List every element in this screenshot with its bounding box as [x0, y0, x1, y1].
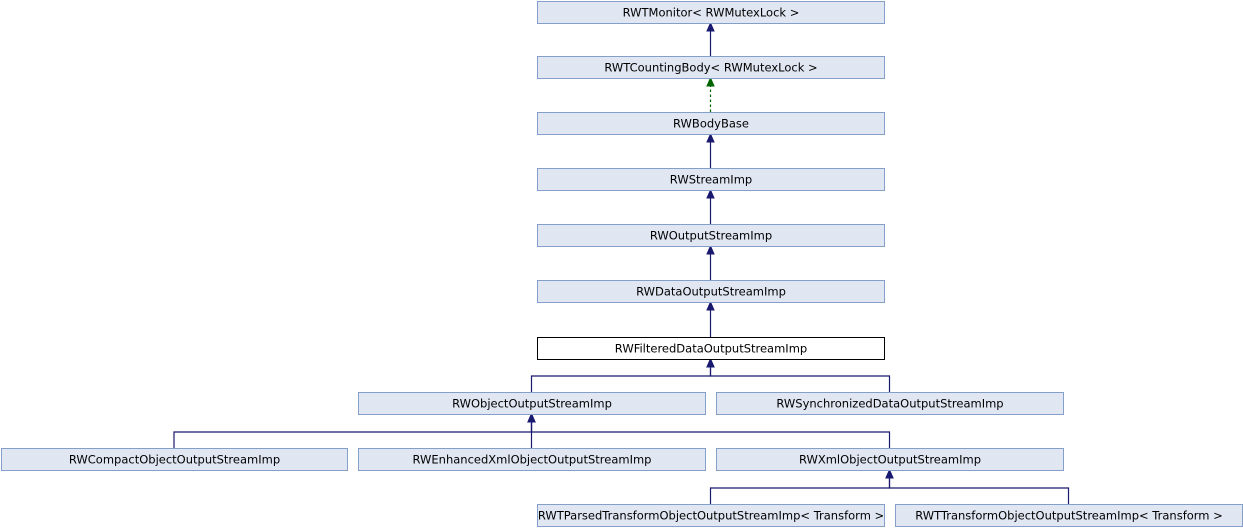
arrowhead-body-base-to-counting-body [706, 76, 715, 87]
class-box-xml-object-output-stream-imp [716, 448, 1064, 471]
class-box-stream-imp [537, 168, 885, 191]
arrowhead-xml-object-output-stream-imp-to-object-output-stream-imp [527, 412, 536, 423]
class-node-compact-object-output-stream-imp[interactable]: RWCompactObjectOutputStreamImp [1, 448, 348, 471]
class-label-body-base: RWBodyBase [673, 117, 749, 131]
class-node-synchronized-data-output-stream-imp[interactable]: RWSynchronizedDataOutputStreamImp [716, 392, 1064, 415]
edge-parsed-transform-to-xml-object-output-stream-imp [709, 477, 891, 504]
class-box-output-stream-imp [537, 224, 885, 247]
class-box-object-output-stream-imp [358, 392, 706, 415]
class-label-parsed-transform: RWTParsedTransformObjectOutputStreamImp<… [538, 509, 884, 523]
class-label-counting-body: RWTCountingBody< RWMutexLock > [604, 61, 817, 75]
class-node-transform[interactable]: RWTTransformObjectOutputStreamImp< Trans… [895, 504, 1243, 527]
arrowhead-transform-to-xml-object-output-stream-imp [885, 468, 894, 479]
class-node-xml-object-output-stream-imp[interactable]: RWXmlObjectOutputStreamImp [716, 448, 1064, 471]
edge-transform-to-xml-object-output-stream-imp [888, 477, 1070, 504]
edge-compact-object-output-stream-imp-to-object-output-stream-imp [173, 421, 533, 448]
class-node-parsed-transform[interactable]: RWTParsedTransformObjectOutputStreamImp<… [537, 504, 885, 527]
arrowhead-data-output-stream-imp-to-output-stream-imp [706, 244, 715, 255]
class-box-data-output-stream-imp [537, 280, 885, 303]
class-box-counting-body [537, 56, 885, 79]
class-box-body-base [537, 112, 885, 135]
edge-synchronized-data-output-stream-imp-to-filtered-data-output-stream-imp [709, 366, 891, 392]
edge-xml-object-output-stream-imp-to-object-output-stream-imp [530, 421, 891, 448]
class-box-compact-object-output-stream-imp [1, 448, 348, 471]
class-label-filtered-data-output-stream-imp: RWFilteredDataOutputStreamImp [615, 342, 807, 356]
class-node-enhanced-xml-object-output-stream-imp[interactable]: RWEnhancedXmlObjectOutputStreamImp [358, 448, 706, 471]
class-node-output-stream-imp[interactable]: RWOutputStreamImp [537, 224, 885, 247]
class-label-stream-imp: RWStreamImp [670, 173, 752, 187]
inheritance-edges [173, 21, 1070, 504]
class-node-monitor[interactable]: RWTMonitor< RWMutexLock > [537, 1, 885, 24]
class-label-enhanced-xml-object-output-stream-imp: RWEnhancedXmlObjectOutputStreamImp [413, 453, 652, 467]
class-node-filtered-data-output-stream-imp: RWFilteredDataOutputStreamImp [537, 337, 885, 360]
class-node-counting-body[interactable]: RWTCountingBody< RWMutexLock > [537, 56, 885, 79]
class-node-stream-imp[interactable]: RWStreamImp [537, 168, 885, 191]
arrowhead-stream-imp-to-body-base [706, 132, 715, 143]
class-label-monitor: RWTMonitor< RWMutexLock > [623, 6, 800, 20]
class-label-compact-object-output-stream-imp: RWCompactObjectOutputStreamImp [69, 453, 280, 467]
class-box-parsed-transform [537, 504, 885, 527]
class-label-synchronized-data-output-stream-imp: RWSynchronizedDataOutputStreamImp [776, 397, 1003, 411]
class-node-data-output-stream-imp[interactable]: RWDataOutputStreamImp [537, 280, 885, 303]
class-label-output-stream-imp: RWOutputStreamImp [650, 229, 772, 243]
arrowhead-filtered-data-output-stream-imp-to-data-output-stream-imp [706, 300, 715, 311]
arrowhead-counting-body-to-monitor [706, 21, 715, 32]
class-label-object-output-stream-imp: RWObjectOutputStreamImp [452, 397, 612, 411]
class-node-body-base[interactable]: RWBodyBase [537, 112, 885, 135]
class-box-monitor [537, 1, 885, 24]
arrowhead-output-stream-imp-to-stream-imp [706, 188, 715, 199]
class-label-transform: RWTTransformObjectOutputStreamImp< Trans… [915, 509, 1223, 523]
class-label-xml-object-output-stream-imp: RWXmlObjectOutputStreamImp [799, 453, 981, 467]
class-label-data-output-stream-imp: RWDataOutputStreamImp [636, 285, 786, 299]
class-box-filtered-data-output-stream-imp [537, 337, 885, 360]
class-node-object-output-stream-imp[interactable]: RWObjectOutputStreamImp [358, 392, 706, 415]
arrowhead-synchronized-data-output-stream-imp-to-filtered-data-output-stream-imp [706, 357, 715, 368]
edge-object-output-stream-imp-to-filtered-data-output-stream-imp [530, 366, 712, 392]
class-box-synchronized-data-output-stream-imp [716, 392, 1064, 415]
class-box-enhanced-xml-object-output-stream-imp [358, 448, 706, 471]
